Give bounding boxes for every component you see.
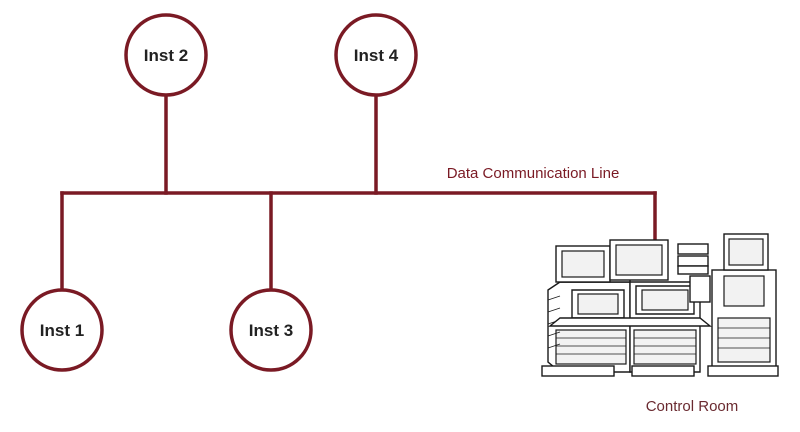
inst-3-label: Inst 3 (249, 321, 293, 340)
inst-2-label: Inst 2 (144, 46, 188, 65)
inst-3-node: Inst 3 (229, 288, 313, 372)
inst-1-node: Inst 1 (20, 288, 104, 372)
inst-2-node: Inst 2 (124, 13, 208, 97)
line-label: Data Communication Line (447, 165, 620, 182)
inst-1-label: Inst 1 (40, 321, 84, 340)
inst-4-node: Inst 4 (334, 13, 418, 97)
control-room-label: Control Room (646, 398, 739, 415)
inst-4-label: Inst 4 (354, 46, 399, 65)
data-communication-line (60, 94, 657, 292)
control-console-illustration (541, 233, 779, 377)
